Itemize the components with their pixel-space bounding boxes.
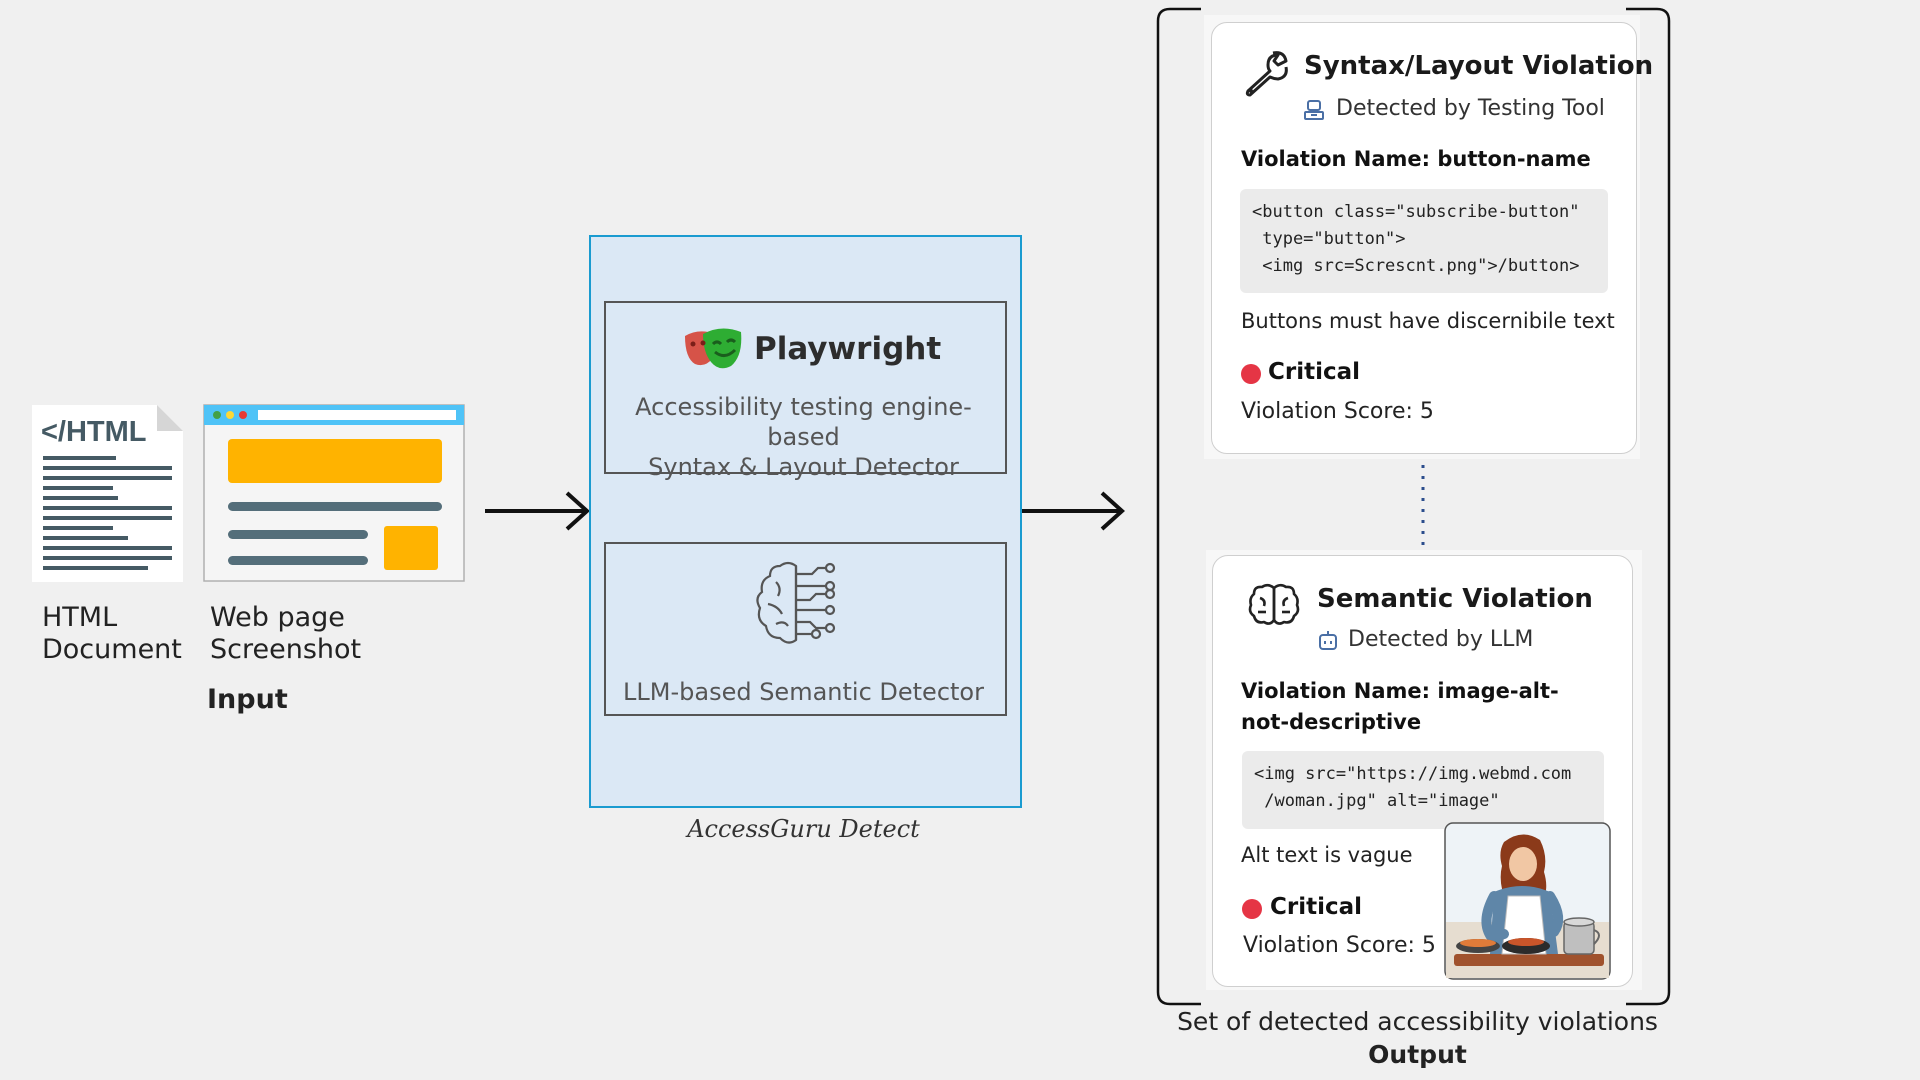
syntax-violation-title: Syntax/Layout Violation	[1304, 51, 1654, 81]
semantic-violation-message: Alt text is vague	[1241, 843, 1413, 867]
syntax-detected-by: Detected by Testing Tool	[1336, 96, 1605, 121]
html-document-label: HTML Document	[42, 602, 182, 665]
html-icon-text: </HTML	[41, 416, 147, 448]
syntax-severity: Critical	[1268, 359, 1361, 385]
playwright-title: Playwright	[754, 331, 942, 367]
brain-circuit-icon	[756, 561, 836, 644]
playwright-logo-icon	[685, 328, 742, 369]
syntax-code-snippet: <button class="subscribe-button" type="b…	[1240, 189, 1608, 293]
brain-icon	[1248, 583, 1300, 625]
syntax-violation-message: Buttons must have discernibile text	[1241, 309, 1615, 333]
input-section-label: Input	[207, 684, 288, 715]
html-document-icon: </HTML	[32, 405, 183, 582]
accessguru-caption: AccessGuru Detect	[687, 815, 920, 843]
semantic-violation-title: Semantic Violation	[1317, 584, 1593, 614]
critical-severity-dot	[1241, 364, 1261, 384]
semantic-detected-by: Detected by LLM	[1348, 627, 1534, 652]
playwright-detector-box	[604, 301, 1007, 474]
llm-detector-description: LLM-based Semantic Detector	[623, 678, 984, 706]
semantic-code-snippet: <img src="https://img.webmd.com /woman.j…	[1242, 751, 1604, 829]
arrow-detector-to-output	[1020, 491, 1125, 531]
output-section-label: Output	[1368, 1040, 1467, 1069]
syntax-violation-score: Violation Score: 5	[1241, 399, 1434, 424]
dotted-connector	[1421, 465, 1425, 547]
screenshot-label: Web page Screenshot	[210, 602, 362, 665]
playwright-description: Accessibility testing engine-based Synta…	[635, 393, 972, 481]
critical-severity-dot	[1242, 899, 1262, 919]
syntax-violation-name: Violation Name: button-name	[1241, 147, 1591, 171]
semantic-violation-score: Violation Score: 5	[1243, 933, 1436, 958]
output-caption: Set of detected accessibility violations	[1177, 1007, 1658, 1036]
llm-detector-box	[604, 542, 1007, 716]
output-bracket	[1156, 7, 1671, 1006]
arrow-input-to-detector	[485, 491, 590, 531]
robot-icon	[1319, 631, 1337, 650]
semantic-severity: Critical	[1270, 894, 1363, 920]
wrench-icon	[1245, 51, 1288, 97]
woman-cooking-image	[1444, 822, 1611, 980]
semantic-violation-name: Violation Name: image-alt- not-descripti…	[1241, 679, 1559, 734]
browser-screenshot-icon	[203, 404, 465, 582]
robot-icon	[1304, 100, 1324, 120]
